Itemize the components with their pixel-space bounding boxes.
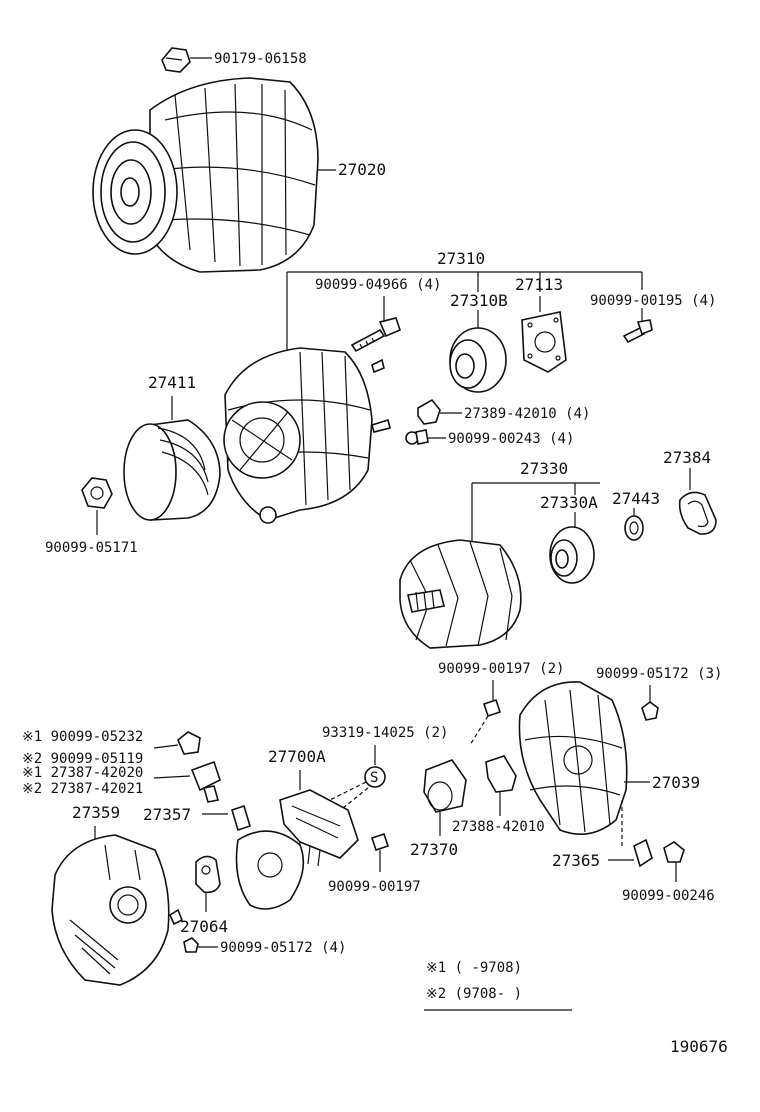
label-90099-04966: 90099-04966 (4) — [315, 277, 441, 293]
label-variant-1-42020: ※1 27387-42020 — [22, 765, 143, 781]
label-27389-42010: 27389-42010 (4) — [464, 406, 590, 422]
label-27359: 27359 — [72, 803, 120, 822]
label-90179-06158: 90179-06158 — [214, 51, 307, 67]
pulley-27411-part — [123, 419, 221, 521]
label-27411: 27411 — [148, 373, 196, 392]
label-variant-2-05119: ※2 90099-05119 — [22, 751, 143, 767]
terminal-27387-part — [190, 760, 221, 803]
label-27330: 27330 — [520, 459, 568, 478]
label-27039: 27039 — [652, 773, 700, 792]
bolt-90099-04966-part — [350, 317, 401, 353]
rectifier-27357-part — [231, 804, 305, 910]
label-27388-42010: 27388-42010 — [452, 819, 545, 835]
screw-90099-00195-part — [622, 319, 653, 344]
holder-27389-42010-part — [417, 398, 441, 425]
nut-90179-06158-part — [161, 47, 191, 73]
s-mark: S — [370, 770, 378, 786]
retainer-plate-27113-part — [521, 311, 567, 373]
label-27310B: 27310B — [450, 291, 508, 310]
bearing-27310b-part — [449, 327, 507, 393]
washer-27443-part — [624, 515, 644, 541]
nut-90099-05171-part — [81, 477, 113, 509]
label-90099-00246: 90099-00246 — [622, 888, 715, 904]
screw-90099-00243-part — [405, 429, 429, 445]
gasket-27064-part — [195, 855, 221, 894]
drive-end-frame-part — [223, 347, 373, 524]
label-variant-2-42021: ※2 27387-42021 — [22, 781, 143, 797]
label-90099-05172-4: 90099-05172 (4) — [220, 940, 346, 956]
nut-90099-00246-part — [663, 841, 685, 863]
note-1: ※1 ( -9708) — [426, 960, 522, 976]
nut-90099-05172-4-part — [183, 937, 199, 953]
label-27020: 27020 — [338, 160, 386, 179]
label-27700A: 27700A — [268, 747, 326, 766]
label-93319-14025: 93319-14025 (2) — [322, 725, 448, 741]
rear-cover-27359-part — [51, 834, 170, 986]
label-90099-00243: 90099-00243 (4) — [448, 431, 574, 447]
screw-90099-00197-2-part — [482, 698, 502, 718]
rotor-27330-part — [399, 539, 522, 649]
nut-90099-05232-part — [177, 731, 201, 755]
label-27365: 27365 — [552, 851, 600, 870]
insulator-27388-42010-part — [485, 755, 517, 793]
nut-90099-05172-3-part — [641, 701, 659, 721]
label-27113: 27113 — [515, 275, 563, 294]
label-variant-1-05232: ※1 90099-05232 — [22, 729, 143, 745]
label-27310: 27310 — [437, 249, 485, 268]
rectifier-end-frame-27039-part — [518, 681, 628, 836]
label-90099-00195: 90099-00195 (4) — [590, 293, 716, 309]
label-27357: 27357 — [143, 805, 191, 824]
label-27370: 27370 — [410, 840, 458, 859]
alternator-assembly-27020-part — [92, 77, 319, 273]
terminal-insulator-27365-part — [633, 838, 653, 868]
diagram-id: 190676 — [670, 1037, 728, 1056]
cover-27384-part — [678, 491, 717, 535]
label-90099-00197: 90099-00197 — [328, 879, 421, 895]
label-27384: 27384 — [663, 448, 711, 467]
label-27064: 27064 — [180, 917, 228, 936]
label-27330A: 27330A — [540, 493, 598, 512]
label-90099-00197-2: 90099-00197 (2) — [438, 661, 564, 677]
bearing-27330a-part — [549, 526, 595, 584]
label-27443: 27443 — [612, 489, 660, 508]
screw-90099-00197-part — [370, 832, 390, 852]
brush-holder-27370-part — [423, 759, 467, 813]
label-90099-05172-3: 90099-05172 (3) — [596, 666, 722, 682]
label-90099-05171: 90099-05171 — [45, 540, 138, 556]
note-2: ※2 (9708- ) — [426, 986, 522, 1002]
